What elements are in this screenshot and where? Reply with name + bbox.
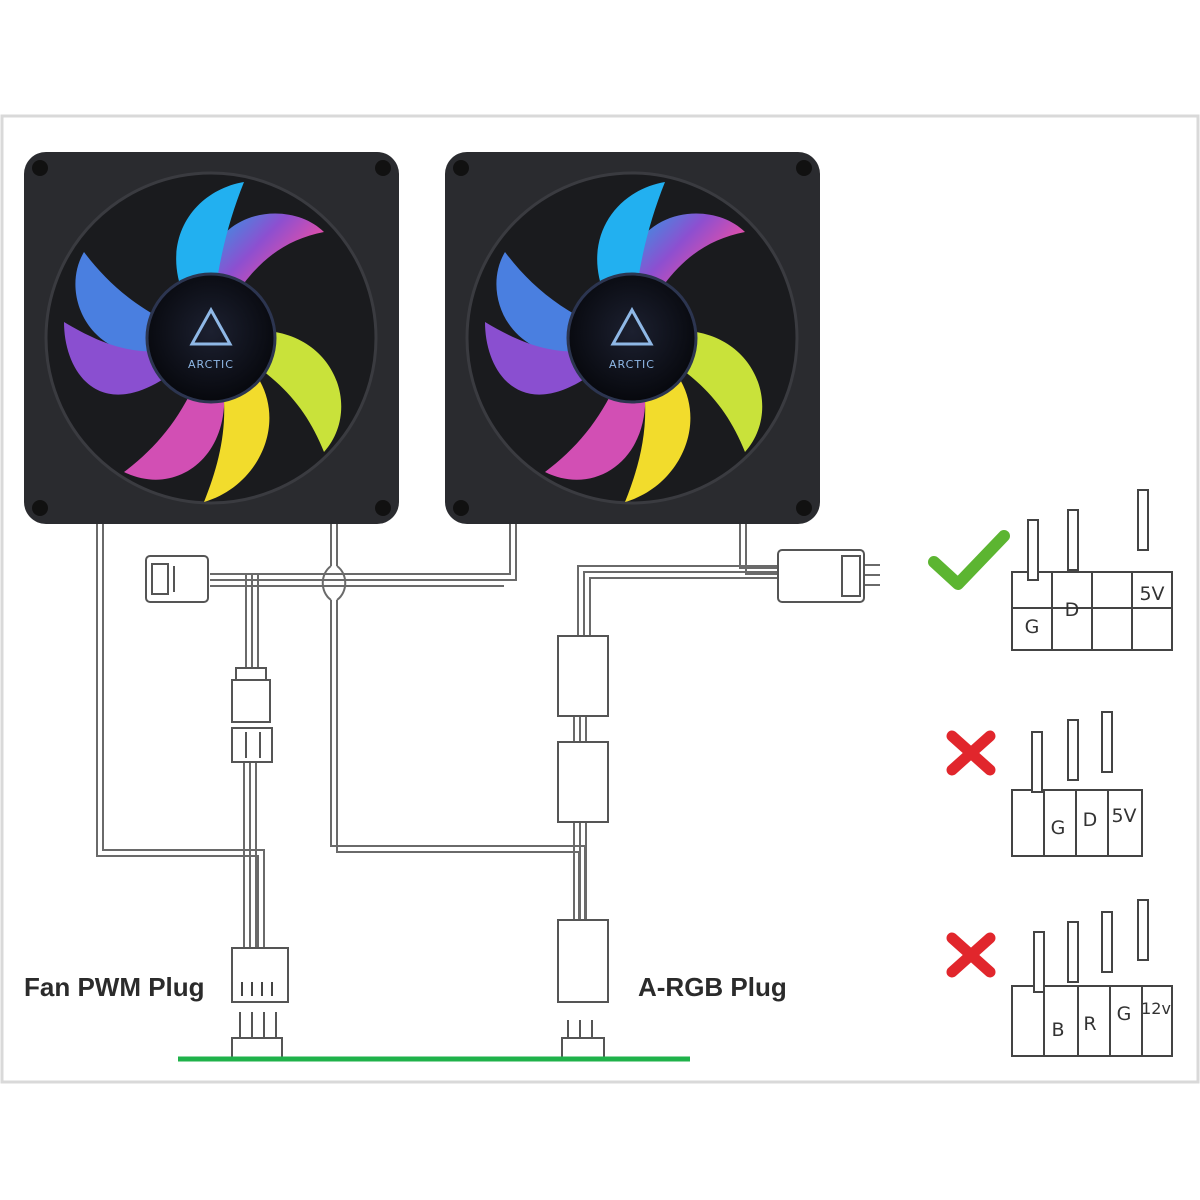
- cross-icon: [946, 730, 996, 776]
- cable-crossover: [336, 565, 347, 601]
- pin-label: G: [1051, 817, 1066, 839]
- pin-label: G: [1117, 1003, 1132, 1025]
- fan-hub: [566, 272, 698, 404]
- header-wrong-3pin: G D 5V: [946, 711, 1143, 857]
- pin-label: 12v: [1141, 999, 1171, 1018]
- pwm-plug: [231, 947, 289, 1059]
- arctic-logo-icon: [610, 306, 654, 346]
- argb-fan-connector: [777, 549, 865, 603]
- pin-label: 5V: [1111, 805, 1136, 827]
- argb-plug: [557, 919, 609, 1059]
- fan-brand: ARCTIC: [188, 358, 234, 371]
- check-icon: [928, 530, 1010, 590]
- pin-label: R: [1083, 1013, 1096, 1035]
- pwm-bus-connector: [145, 555, 209, 603]
- pin-label: D: [1065, 599, 1080, 621]
- header-correct: G D 5V: [928, 489, 1173, 651]
- pin-label: D: [1083, 809, 1098, 831]
- cross-icon: [946, 932, 996, 978]
- pin-label: B: [1051, 1019, 1064, 1041]
- argb-plug-label: A-RGB Plug: [638, 972, 787, 1002]
- argb-inline-connector: [557, 635, 609, 823]
- header-wrong-12v: B R G 12v: [946, 899, 1173, 1057]
- fan-2: ARCTIC: [445, 152, 820, 524]
- pwm-plug-label: Fan PWM Plug: [24, 972, 205, 1002]
- arctic-logo-icon: [189, 306, 233, 346]
- fan-brand: ARCTIC: [609, 358, 655, 371]
- pin-label: G: [1025, 616, 1040, 638]
- fan-1: ARCTIC: [24, 152, 399, 524]
- cables: [96, 524, 880, 960]
- cable-crossover: [321, 565, 332, 601]
- pwm-inline-connector: [231, 667, 273, 763]
- pin-label: 5V: [1139, 583, 1164, 605]
- fan-hub: [145, 272, 277, 404]
